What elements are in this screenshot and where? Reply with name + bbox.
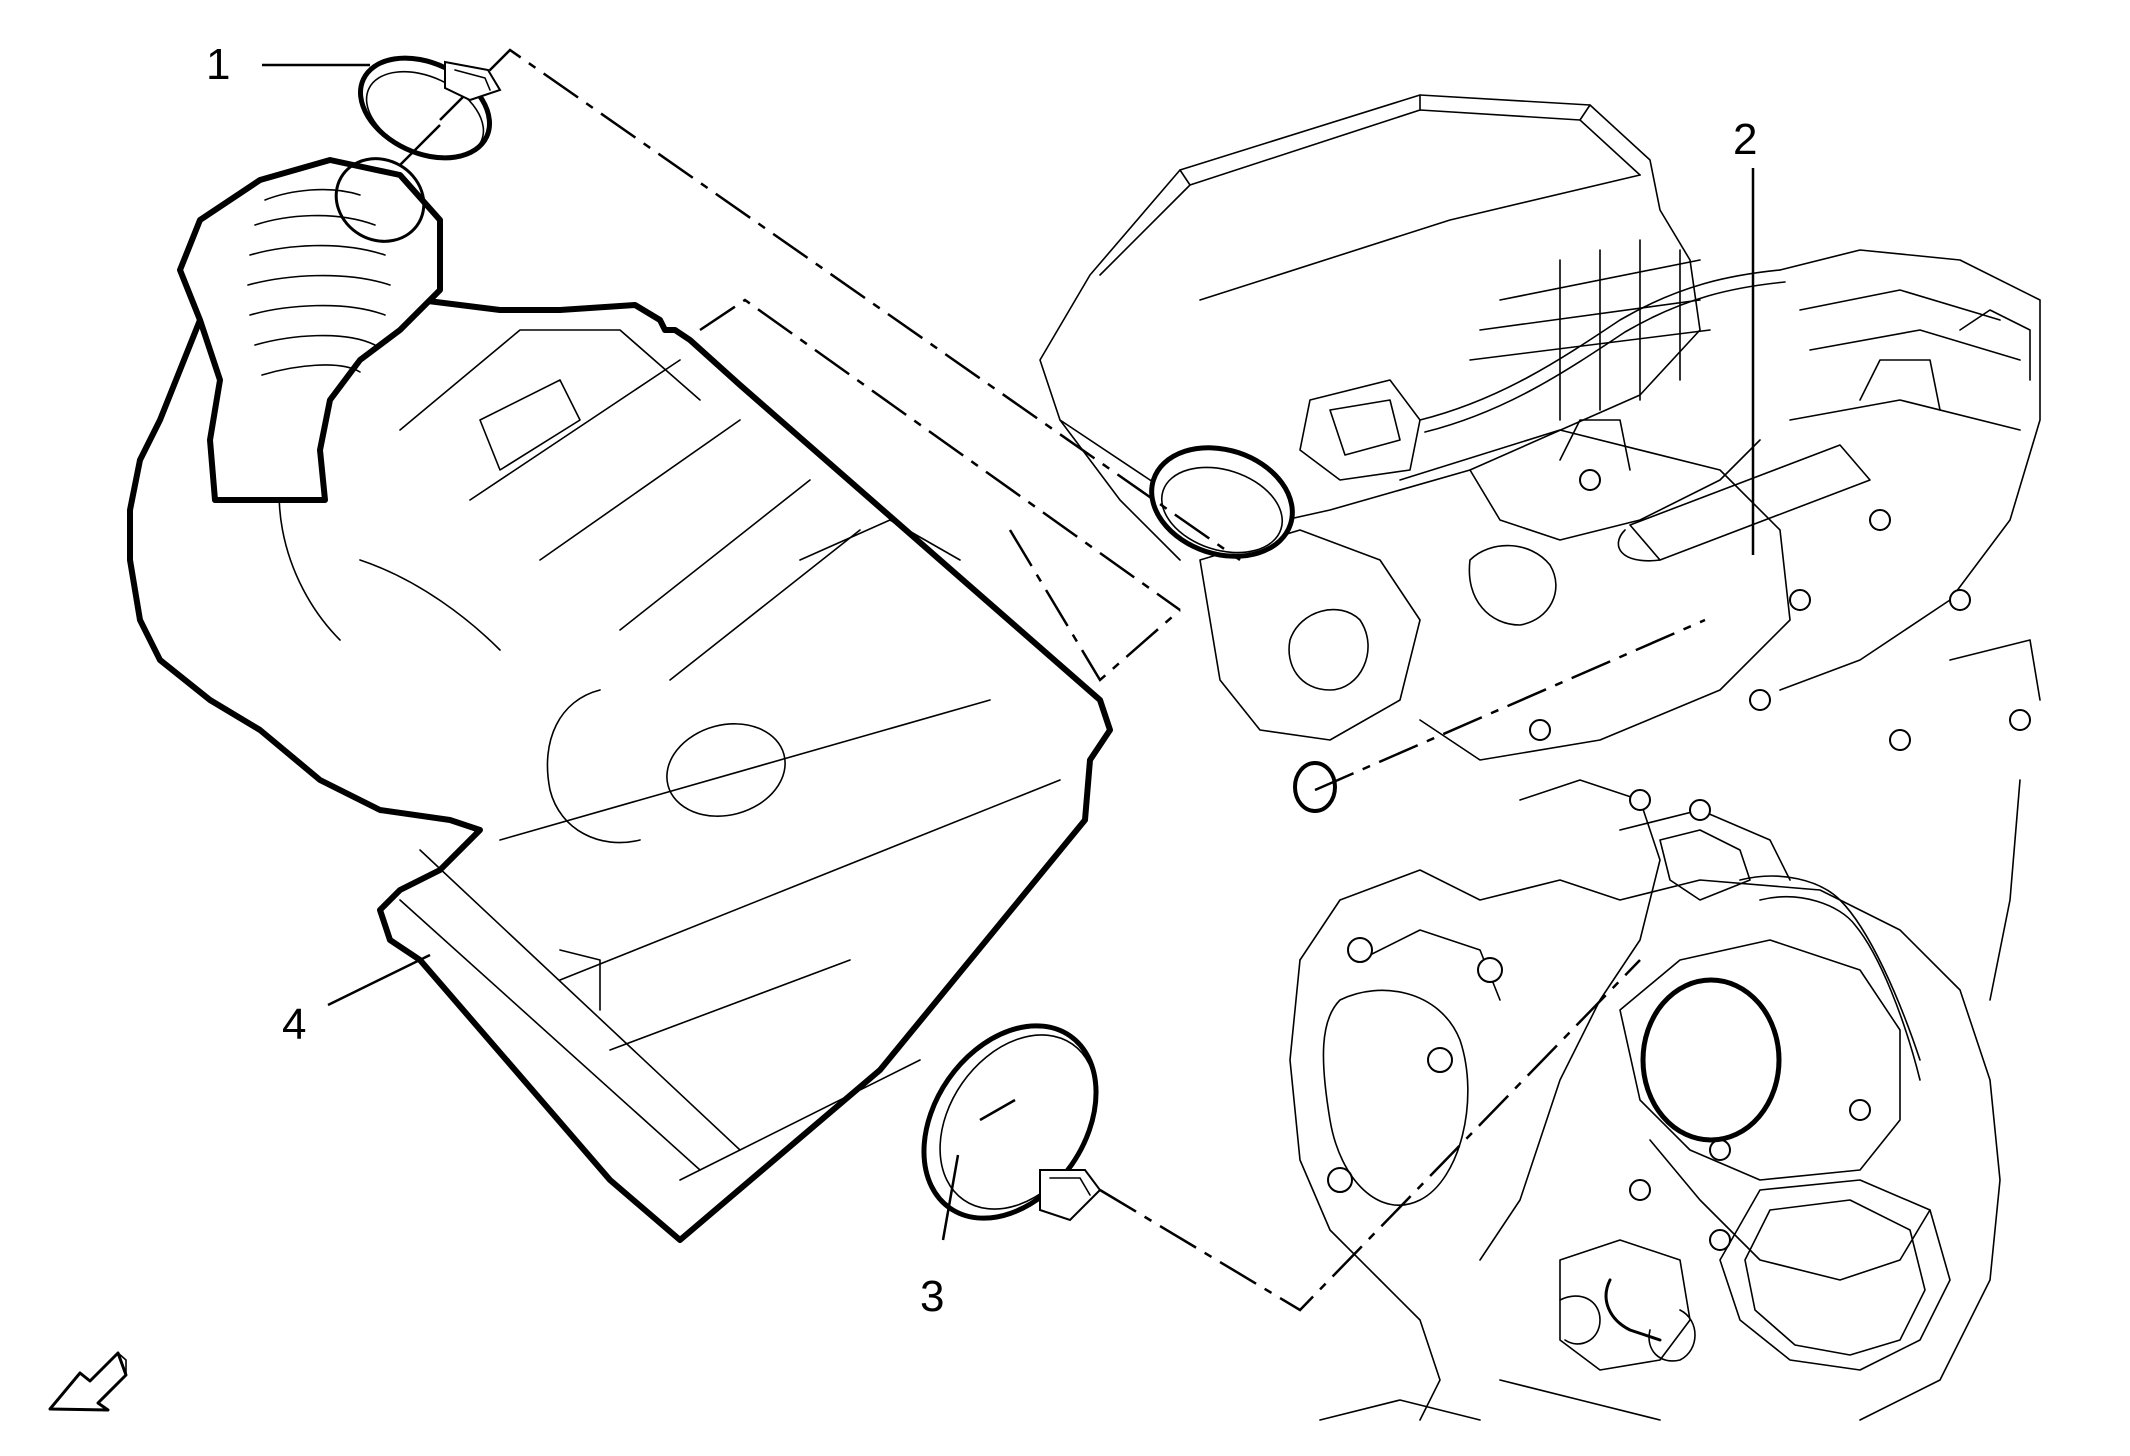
air-cleaner-outlet <box>1149 445 1295 559</box>
intake-bellows-hose <box>177 157 443 503</box>
throttle-body-bore <box>1640 977 1782 1143</box>
callout-1: 1 <box>206 40 231 89</box>
clamp-upper <box>358 55 502 166</box>
callout-4: 4 <box>282 1000 307 1049</box>
clamp-lower <box>921 1023 1102 1222</box>
leader-lines <box>262 63 1755 1241</box>
engine-assembly <box>1039 94 2041 1421</box>
air-cleaner-outlet-duct <box>127 287 1113 1243</box>
alignment-lines <box>439 48 1706 1312</box>
callout-2: 2 <box>1733 115 1758 164</box>
front-direction-arrow-icon <box>48 1351 128 1412</box>
sensor-port <box>1293 761 1337 813</box>
callout-3: 3 <box>920 1272 945 1321</box>
